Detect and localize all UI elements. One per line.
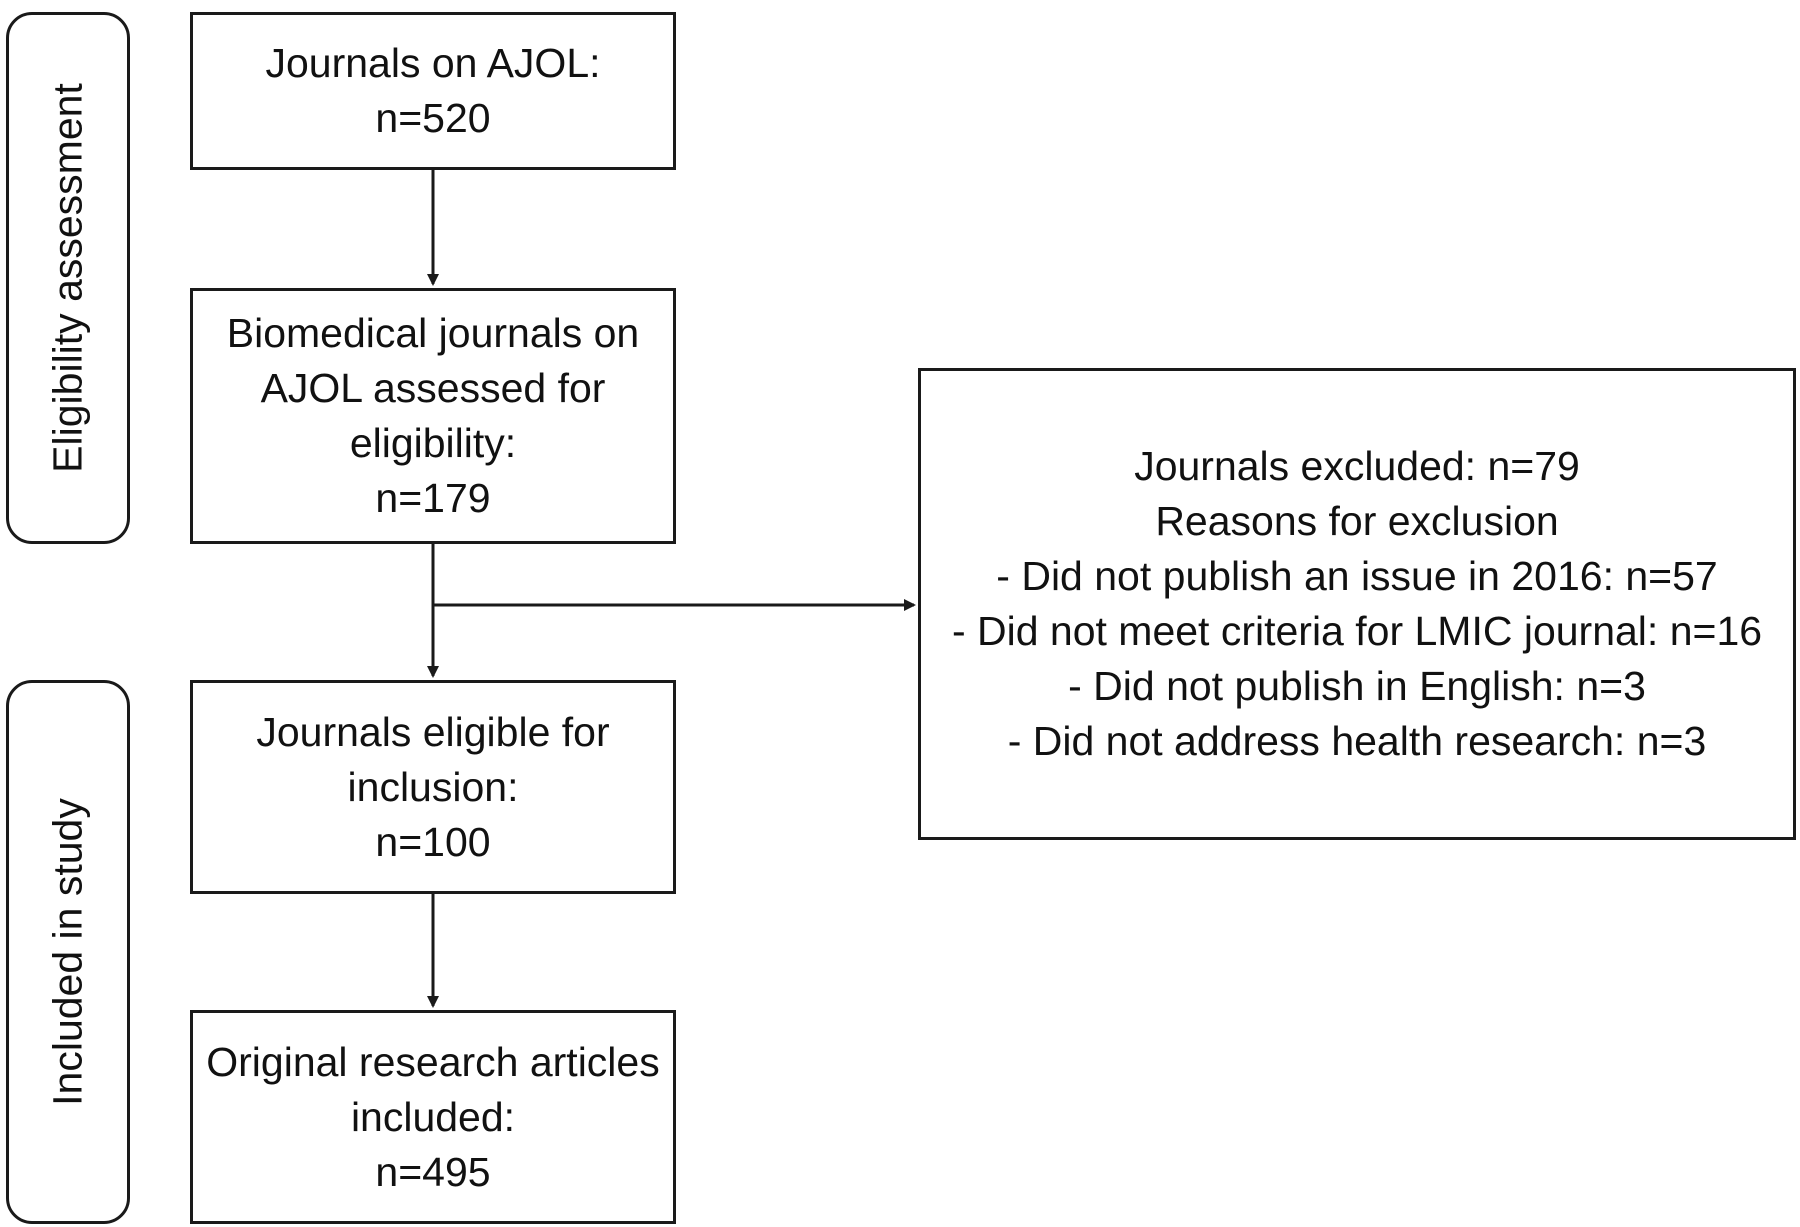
box-line: inclusion: [347, 763, 519, 810]
box-eligible-for-inclusion: Journals eligible for inclusion: n=100 [190, 680, 676, 894]
stage-label-included: Included in study [44, 798, 91, 1106]
excluded-reasons-heading: Reasons for exclusion [1155, 498, 1559, 544]
excluded-reason: - Did not publish in English: n=3 [1068, 663, 1646, 709]
box-line: n=100 [375, 818, 491, 865]
box-journals-on-ajol: Journals on AJOL: n=520 [190, 12, 676, 170]
box-line: Journals on AJOL: [265, 40, 601, 86]
box-journals-excluded: Journals excluded: n=79 Reasons for excl… [918, 368, 1796, 840]
stage-included-in-study: Included in study [6, 680, 130, 1224]
stage-label-eligibility: Eligibility assessment [44, 83, 91, 473]
excluded-reason: - Did not meet criteria for LMIC journal… [951, 608, 1763, 654]
box-line: Journals eligible for [256, 708, 610, 755]
box-original-research-included: Original research articles included: n=4… [190, 1010, 676, 1224]
box-line: Biomedical journals on [226, 310, 640, 356]
box-line: n=520 [375, 95, 491, 141]
box-line: n=495 [375, 1148, 491, 1195]
box-line: Original research articles [206, 1038, 660, 1085]
excluded-reason: - Did not address health research: n=3 [1007, 718, 1707, 764]
box-line: eligibility: [349, 420, 517, 466]
box-line: AJOL assessed for [260, 365, 606, 411]
excluded-total: Journals excluded: n=79 [1134, 443, 1580, 489]
box-line: n=179 [375, 475, 491, 521]
stage-eligibility-assessment: Eligibility assessment [6, 12, 130, 544]
box-biomedical-assessed: Biomedical journals on AJOL assessed for… [190, 288, 676, 544]
box-line: included: [350, 1093, 516, 1140]
excluded-reason: - Did not publish an issue in 2016: n=57 [996, 553, 1718, 599]
